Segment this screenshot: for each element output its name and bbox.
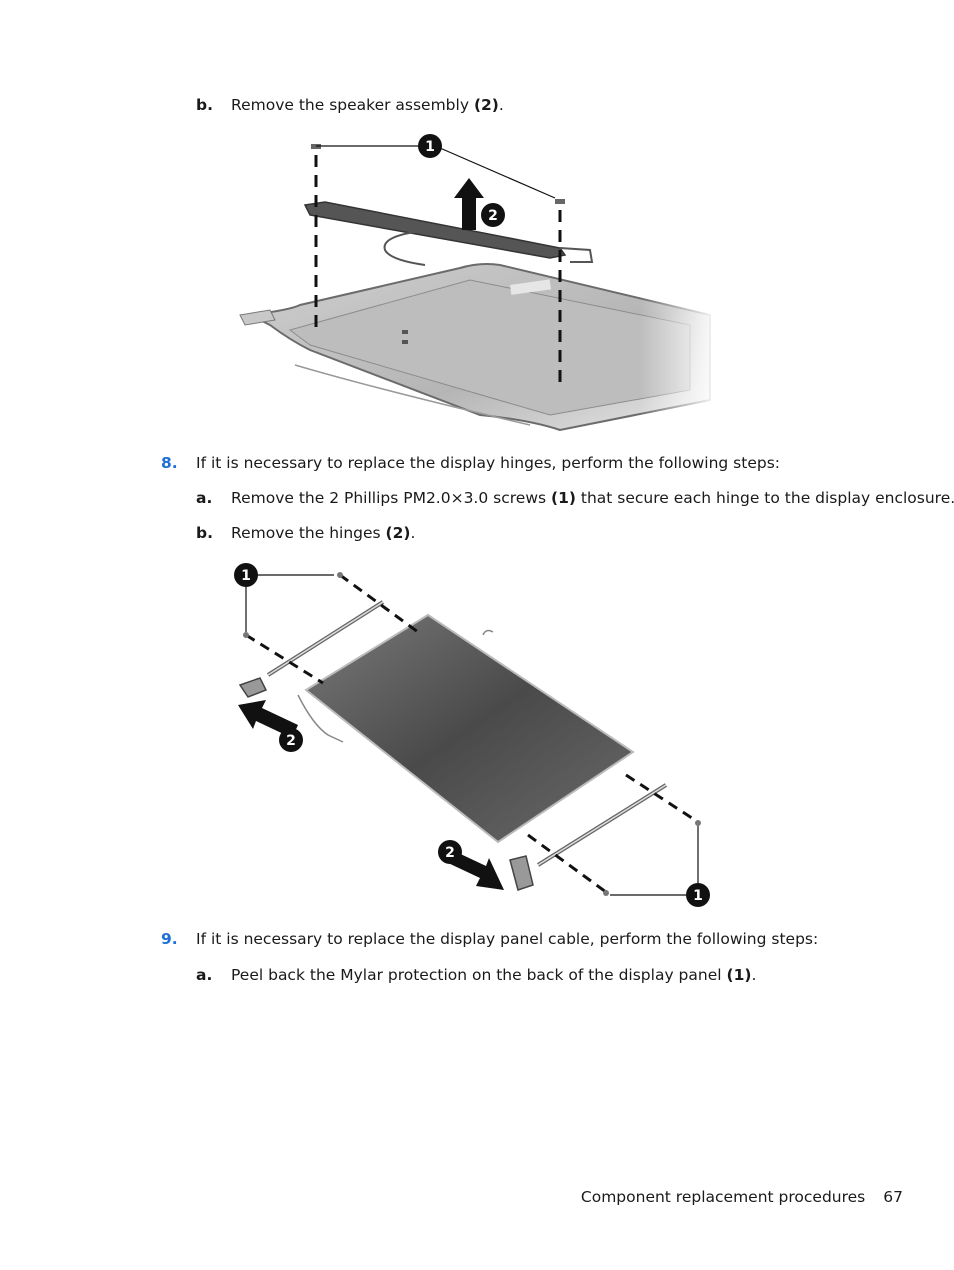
right-hinge — [509, 783, 668, 891]
svg-text:1: 1 — [693, 888, 703, 904]
right-arrow-icon — [446, 850, 504, 890]
callout-2-badge: 2 — [481, 203, 505, 227]
step-7b: b. Remove the speaker assembly (2). — [196, 95, 504, 115]
svg-text:1: 1 — [425, 139, 435, 155]
step-text: Remove the hinges — [231, 524, 386, 542]
svg-text:2: 2 — [286, 733, 296, 749]
callout-ref: (1) — [551, 489, 576, 507]
speaker-assembly — [303, 201, 594, 266]
left-hinge — [238, 600, 385, 698]
callout-1-badge: 1 — [234, 563, 258, 587]
svg-text:1: 1 — [241, 568, 251, 584]
step-9: 9. If it is necessary to replace the disp… — [161, 929, 818, 949]
footer-section-title: Component replacement procedures — [580, 1188, 866, 1206]
step-9a: a. Peel back the Mylar protection on the … — [196, 965, 756, 985]
svg-text:2: 2 — [488, 208, 498, 224]
svg-text:2: 2 — [445, 845, 455, 861]
step-text: If it is necessary to replace the displa… — [196, 454, 780, 472]
step-text: If it is necessary to replace the displa… — [196, 930, 819, 948]
display-cable — [297, 694, 344, 743]
step-8: 8. If it is necessary to replace the disp… — [161, 453, 780, 473]
callout-2-badge: 2 — [438, 840, 462, 864]
screw-icon — [243, 572, 701, 896]
callout-1-badge: 1 — [686, 883, 710, 907]
step-8a: a. Remove the 2 Phillips PM2.0×3.0 screws… — [196, 488, 954, 508]
callout-2-badge: 2 — [279, 728, 303, 752]
step-text: Peel back the Mylar protection on the ba… — [231, 966, 727, 984]
page-number: 67 — [883, 1188, 903, 1206]
hinges-figure: 1 1 2 2 — [234, 563, 710, 907]
step-text-end: that secure each hinge to the display en… — [575, 489, 954, 507]
step-text-end: . — [751, 966, 757, 984]
step-number: 8. — [161, 454, 178, 472]
callout-ref: (2) — [385, 524, 411, 542]
left-arrow-icon — [238, 700, 298, 738]
callout-ref: (2) — [473, 96, 499, 114]
callout-ref: (1) — [726, 966, 752, 984]
step-marker: b. — [196, 524, 213, 542]
speaker-assembly-figure: 1 2 — [239, 134, 720, 435]
step-marker: b. — [196, 96, 213, 114]
step-number: 9. — [161, 930, 178, 948]
step-text-end: . — [498, 96, 504, 114]
antenna-cable — [294, 364, 531, 426]
page-footer: Component replacement procedures 67 — [581, 1188, 903, 1206]
display-enclosure — [239, 263, 720, 435]
callout-1-badge: 1 — [418, 134, 442, 158]
display-panel — [304, 613, 635, 844]
step-8b: b. Remove the hinges (2). — [196, 523, 415, 543]
step-text: Remove the 2 Phillips PM2.0×3.0 screws — [231, 489, 551, 507]
up-arrow-icon — [454, 178, 484, 230]
step-text-end: . — [410, 524, 416, 542]
step-text: Remove the speaker assembly — [231, 96, 474, 114]
step-marker: a. — [196, 966, 213, 984]
step-marker: a. — [196, 489, 213, 507]
